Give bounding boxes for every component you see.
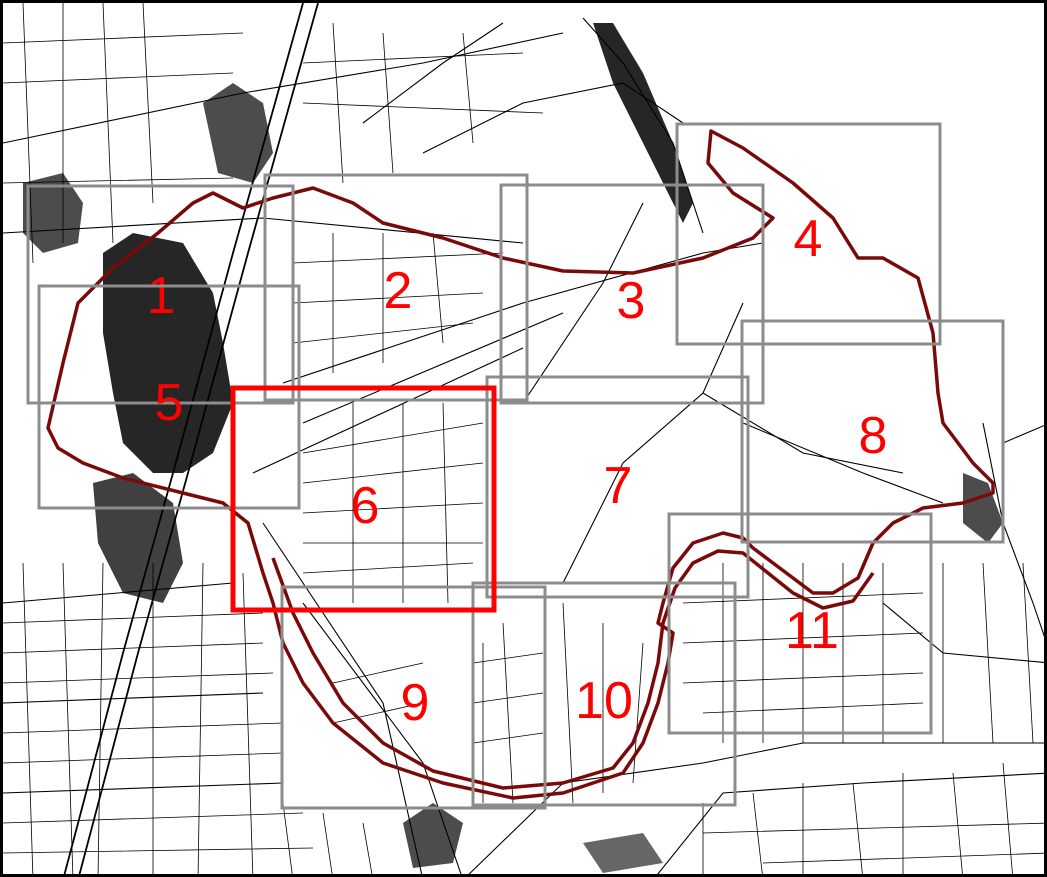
road-line	[702, 392, 904, 474]
grid-cell-label: 7	[604, 457, 633, 515]
grid-cell-label: 1	[147, 267, 176, 325]
road-line	[468, 742, 1044, 874]
grid-cell-label: 9	[401, 674, 430, 732]
grid-cell-label: 8	[859, 407, 888, 465]
levee-boundaries	[46, 129, 995, 800]
grid-cell-8[interactable]: 8	[740, 319, 1005, 544]
field-lines	[292, 232, 504, 604]
town-area	[403, 803, 463, 868]
grid-cell-label: 11	[785, 602, 839, 660]
town-area	[93, 473, 183, 603]
road-line	[562, 302, 744, 584]
field-lines	[3, 562, 1044, 874]
road-line	[3, 782, 284, 794]
grid-cell-label: 3	[617, 272, 646, 330]
grid-cell-label: 4	[794, 210, 823, 268]
road-line	[522, 202, 644, 404]
town-area	[583, 833, 663, 873]
town-area	[103, 233, 233, 473]
town-area	[963, 473, 1003, 543]
grid-cell-7[interactable]: 7	[485, 375, 750, 599]
road-line	[302, 312, 564, 424]
index-grid: 1 2 3 4 5 7 8	[26, 122, 1005, 810]
map-drawing: 1 2 3 4 5 7 8	[3, 3, 1044, 874]
grid-cell-10[interactable]: 10	[471, 581, 737, 807]
town-area	[23, 173, 83, 253]
grid-cell-3[interactable]: 3	[499, 183, 765, 405]
town-area	[203, 83, 273, 183]
field-lines	[332, 602, 644, 804]
levee-outer-line	[46, 129, 995, 800]
grid-cell-1[interactable]: 1	[26, 184, 295, 405]
grid-cell-label: 10	[575, 672, 633, 730]
road-line	[3, 32, 564, 144]
levee-inner-line	[271, 549, 875, 790]
road-line	[3, 582, 234, 604]
grid-cell-9[interactable]: 9	[280, 585, 547, 810]
road-line	[3, 692, 264, 704]
road-line	[1002, 424, 1044, 444]
grid-cell-label: 6	[351, 477, 380, 535]
road-line	[742, 422, 944, 504]
town-area	[593, 23, 693, 223]
grid-cell-2[interactable]: 2	[263, 173, 529, 402]
grid-cell-6[interactable]: 6	[230, 385, 497, 613]
road-line	[362, 22, 504, 124]
grid-cell-5[interactable]: 5	[37, 284, 301, 510]
field-lines	[3, 3, 544, 264]
road-line	[982, 422, 1044, 638]
urban-areas	[23, 23, 1003, 873]
road-line	[882, 602, 1044, 663]
road-line	[282, 242, 764, 384]
grid-cell-label: 5	[155, 374, 184, 432]
road-line	[657, 772, 1044, 874]
grid-cell-11[interactable]: 11	[667, 512, 933, 735]
grid-cell-label: 2	[384, 262, 413, 320]
grid-cell-4[interactable]: 4	[675, 122, 942, 346]
